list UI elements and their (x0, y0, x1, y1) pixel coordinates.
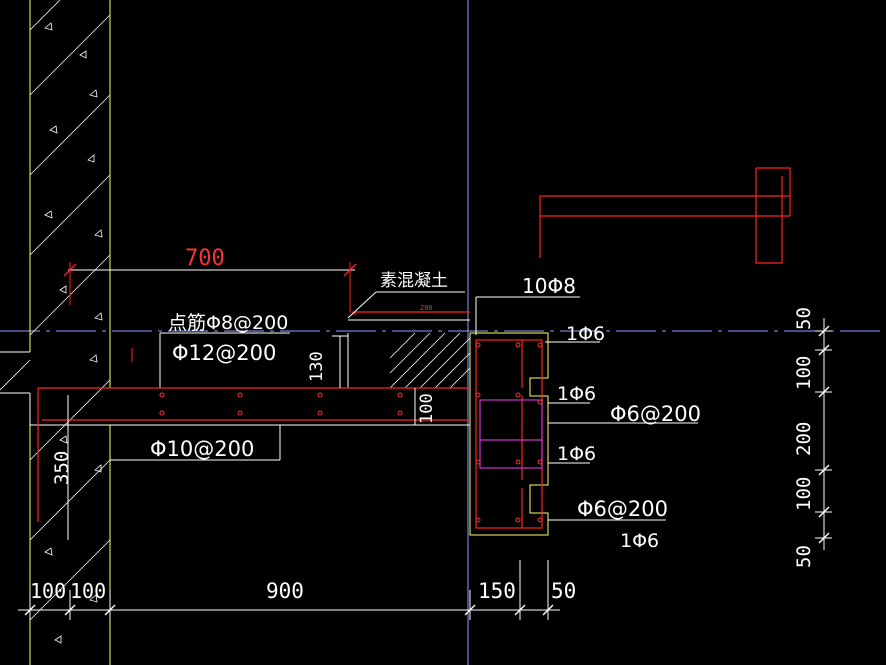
plain-concrete-hatch (389, 332, 471, 389)
beam-bar-1-label: 1Φ6 (566, 323, 605, 345)
beam-stirrup-1-label: Φ6@200 (610, 402, 701, 426)
right-dim-50-bottom-label: 50 (793, 545, 815, 568)
wall (0, 0, 111, 665)
right-dim-100-b-label: 100 (793, 477, 815, 511)
top-bars-label: 10Φ8 (522, 274, 576, 298)
right-dim-100-a-label: 100 (793, 356, 815, 390)
beam-outline (469, 332, 549, 536)
beam-bar-4-label: 1Φ6 (620, 530, 659, 552)
dimension-ticks (24, 263, 830, 616)
slab-rebar (37, 311, 470, 522)
dimension-lines (18, 262, 832, 620)
plain-concrete-label: 素混凝土 (380, 271, 448, 291)
slab (29, 319, 470, 426)
beam-bar-2-label: 1Φ6 (557, 383, 596, 405)
dim-100-slab-label: 100 (417, 393, 437, 424)
detail-bracket (539, 167, 791, 264)
dim-200-small-label: 200 (420, 304, 433, 312)
dim-130-label: 130 (307, 351, 327, 382)
bottom-dim-100-a-label: 100 (30, 579, 66, 603)
beam-stirrup-2-label: Φ6@200 (577, 497, 668, 521)
bottom-dim-150-label: 150 (478, 579, 516, 603)
dim-350-label: 350 (51, 451, 73, 485)
bottom-dim-100-b-label: 100 (70, 579, 106, 603)
right-dim-50-top-label: 50 (793, 307, 815, 330)
bottom-rebar-label: Φ10@200 (150, 437, 254, 461)
rebar-dots (159, 342, 543, 523)
bottom-dim-50-label: 50 (551, 579, 576, 603)
beam-stirrups (479, 399, 543, 469)
top-rebar-label: Φ12@200 (172, 341, 276, 365)
right-dim-200-label: 200 (793, 422, 815, 456)
beam-bar-3-label: 1Φ6 (557, 443, 596, 465)
distribution-bars-label: 点筋Φ8@200 (168, 312, 288, 334)
dim-700-label: 700 (185, 246, 225, 271)
beam-rebar (475, 339, 543, 529)
bottom-dim-900-label: 900 (266, 579, 304, 603)
